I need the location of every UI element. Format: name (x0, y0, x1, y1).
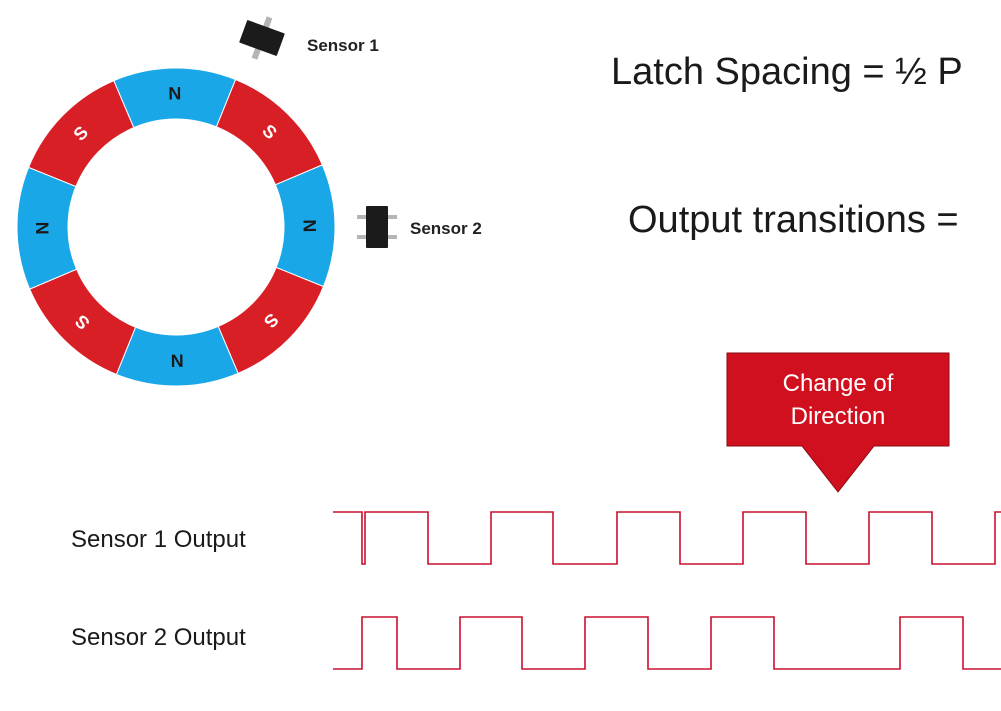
pole-label: N (171, 350, 184, 370)
sensor-2-chip-icon (366, 206, 388, 248)
sensor-2-output-label: Sensor 2 Output (71, 624, 246, 651)
sensor-2 (357, 206, 397, 248)
pole-label: N (299, 219, 319, 232)
callout-line-1: Change of (783, 370, 894, 397)
output-transitions-formula: Output transitions = (628, 199, 959, 241)
down-arrow-icon (726, 352, 950, 493)
sensor-2-output-waveform (333, 616, 1001, 670)
pole-label: N (32, 222, 52, 235)
sensor-1 (239, 16, 285, 60)
callout-line-2: Direction (791, 403, 886, 430)
change-of-direction-callout: Change of Direction (726, 352, 950, 493)
sensor-1-output-waveform (333, 511, 1001, 565)
latch-spacing-formula: Latch Spacing = ½ P (611, 51, 963, 93)
pole-label: N (168, 83, 181, 103)
sensor-2-label: Sensor 2 (410, 219, 482, 238)
north-pole-segment (16, 166, 78, 290)
sensor-1-label: Sensor 1 (307, 36, 379, 55)
sensor-1-output-label: Sensor 1 Output (71, 526, 246, 553)
sensor-1-chip-icon (239, 20, 285, 56)
